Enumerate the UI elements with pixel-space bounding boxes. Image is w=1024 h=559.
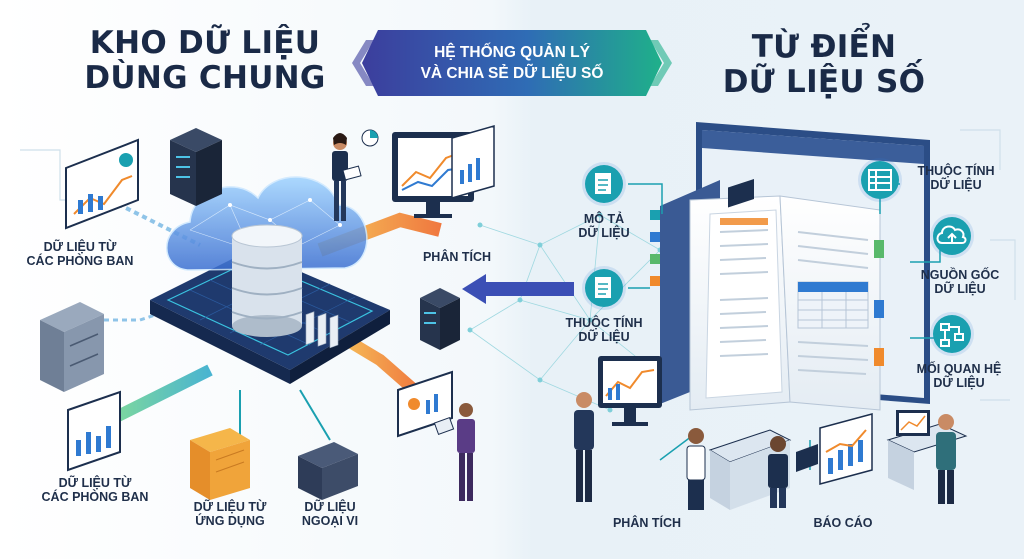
cloud-upload-icon <box>930 214 974 258</box>
label-depts-top: DỮ LIỆU TỪ CÁC PHÒNG BAN <box>20 240 140 268</box>
banner: HỆ THỐNG QUẢN LÝ VÀ CHIA SẺ DỮ LIỆU SỐ <box>362 30 662 96</box>
label-apps-line1: DỮ LIỆU TỪ <box>193 500 267 514</box>
label-depts-top-line1: DỮ LIỆU TỪ <box>43 240 117 254</box>
label-depts-top-line2: CÁC PHÒNG BAN <box>26 254 134 268</box>
label-external-line2: NGOẠI VI <box>301 514 359 528</box>
right-title: TỪ ĐIỂN DỮ LIỆU SỐ <box>714 30 934 99</box>
label-attr-right-line2: DỮ LIỆU <box>930 178 982 192</box>
label-external-line1: DỮ LIỆU <box>304 500 356 514</box>
person-tablet-icon <box>397 370 475 501</box>
person-desk-icon <box>886 410 968 504</box>
right-title-line1: TỪ ĐIỂN <box>751 29 897 65</box>
label-relation-line2: DỮ LIỆU <box>933 376 985 390</box>
label-describe-line1: MÔ TẢ <box>583 212 625 226</box>
label-origin-line1: NGUỒN GỐC <box>920 268 1000 282</box>
person-report-icon <box>768 413 873 508</box>
label-depts-bottom-line2: CÁC PHÒNG BAN <box>41 490 149 504</box>
filing-cabinet-icon <box>40 302 104 392</box>
label-describe: MÔ TẢ DỮ LIỆU <box>564 212 644 240</box>
attribute-table-icon <box>858 158 902 202</box>
file-box-icon <box>298 311 358 500</box>
right-title-line2: DỮ LIỆU SỐ <box>722 63 926 100</box>
label-report: BÁO CÁO <box>813 516 873 530</box>
banner-line2: VÀ CHIA SẺ DỮ LIỆU SỐ <box>420 65 604 82</box>
label-attr-right: THUỘC TÍNH DỮ LIỆU <box>904 164 1008 192</box>
label-depts-bottom: DỮ LIỆU TỪ CÁC PHÒNG BAN <box>30 476 160 504</box>
data-dictionary-book <box>650 122 930 411</box>
banner-text: HỆ THỐNG QUẢN LÝ VÀ CHIA SẺ DỮ LIỆU SỐ <box>362 42 662 84</box>
person-laptop-icon <box>686 179 792 510</box>
relationship-icon <box>930 312 974 356</box>
label-apps-line2: ỨNG DỤNG <box>195 514 265 528</box>
report-card-icon <box>67 390 121 472</box>
label-attr-left: THUỘC TÍNH DỮ LIỆU <box>556 316 652 344</box>
folder-icon <box>190 428 250 500</box>
banner-shape <box>352 30 672 96</box>
person-monitor-icon <box>574 356 662 502</box>
server-small-icon <box>420 288 460 350</box>
label-external: DỮ LIỆU NGOẠI VI <box>290 500 370 528</box>
describe-data-icon <box>582 162 626 206</box>
label-attr-left-line2: DỮ LIỆU <box>578 330 630 344</box>
database-icon <box>231 224 303 337</box>
server-icon <box>170 128 222 206</box>
left-title-line2: DÙNG CHUNG <box>84 59 326 96</box>
dashboard-card-icon <box>65 138 139 230</box>
left-title: KHO DỮ LIỆU DÙNG CHUNG <box>70 26 340 95</box>
label-describe-line2: DỮ LIỆU <box>578 226 630 240</box>
label-analysis-left: PHÂN TÍCH <box>422 250 492 264</box>
flow-arrow-icon <box>462 274 574 304</box>
attribute-doc-icon <box>582 266 626 310</box>
label-relation: MỐI QUAN HỆ DỮ LIỆU <box>904 362 1014 390</box>
left-title-line1: KHO DỮ LIỆU <box>89 25 321 61</box>
label-apps: DỮ LIỆU TỪ ỨNG DỤNG <box>180 500 280 528</box>
label-depts-bottom-line1: DỮ LIỆU TỪ <box>58 476 132 490</box>
label-origin: NGUỒN GỐC DỮ LIỆU <box>908 268 1012 296</box>
label-origin-line2: DỮ LIỆU <box>934 282 986 296</box>
banner-line1: HỆ THỐNG QUẢN LÝ <box>434 44 590 61</box>
label-attr-right-line1: THUỘC TÍNH <box>917 164 995 178</box>
person-analyst-icon <box>332 133 362 221</box>
label-attr-left-line1: THUỘC TÍNH <box>565 316 643 330</box>
cloud-icon <box>166 176 368 271</box>
label-analysis-right: PHÂN TÍCH <box>612 516 682 530</box>
analytics-monitor-icon <box>361 125 495 218</box>
label-relation-line1: MỐI QUAN HỆ <box>916 362 1002 376</box>
